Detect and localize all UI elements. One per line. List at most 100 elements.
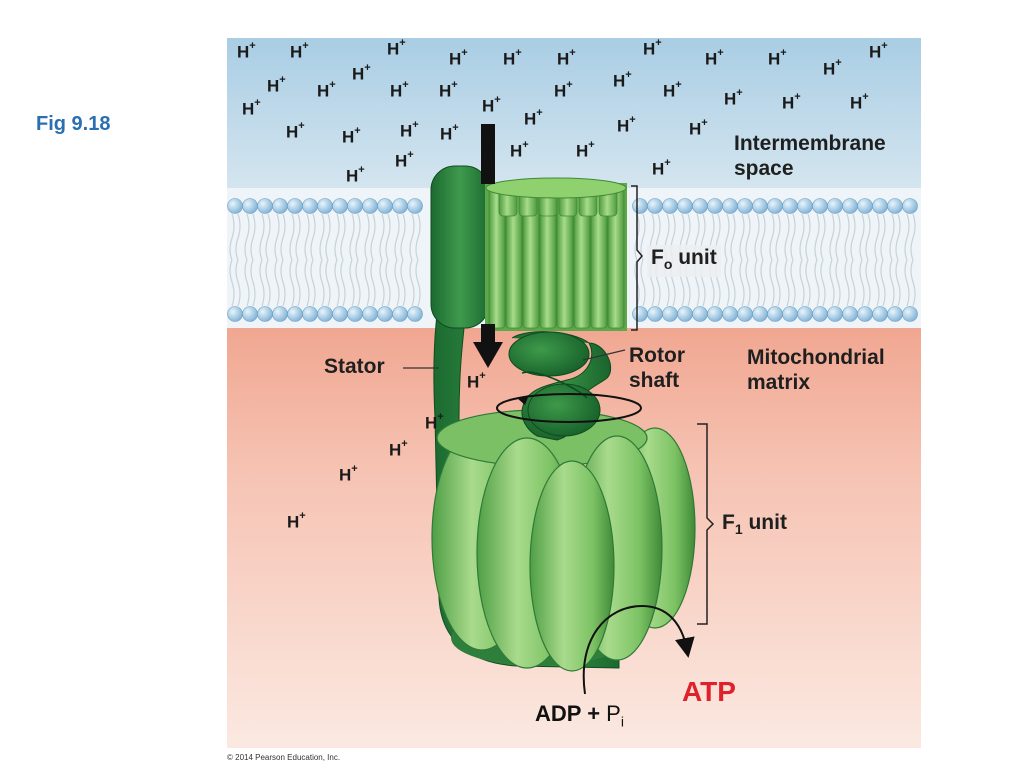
lipid-head bbox=[902, 198, 918, 214]
lipid-head bbox=[242, 198, 258, 214]
proton-ion: H+ bbox=[317, 79, 336, 101]
lipid-tail bbox=[229, 259, 235, 307]
lipid-head bbox=[782, 198, 798, 214]
lipid-head bbox=[872, 198, 888, 214]
lipid-head bbox=[257, 198, 273, 214]
lipid-tail bbox=[325, 259, 331, 307]
lipid-head bbox=[647, 306, 663, 322]
proton-ion: H+ bbox=[287, 510, 306, 532]
lipid-tail bbox=[769, 213, 775, 261]
fo-unit-label: Fo unit bbox=[647, 245, 721, 278]
atp-synthase-diagram: H+H+H+H+H+H+H+H+H+H+H+H+H+H+H+H+H+H+H+H+… bbox=[227, 37, 921, 748]
proton-ion: H+ bbox=[346, 164, 365, 186]
lipid-head bbox=[857, 306, 873, 322]
lipid-tail bbox=[805, 259, 811, 307]
lipid-head bbox=[887, 198, 903, 214]
proton-ion: H+ bbox=[705, 47, 724, 69]
lipid-head bbox=[332, 306, 348, 322]
lipid-head bbox=[857, 198, 873, 214]
lipid-tail bbox=[820, 213, 826, 261]
rotation-arrow bbox=[496, 393, 642, 423]
lipid-head bbox=[362, 306, 378, 322]
lipid-head bbox=[752, 198, 768, 214]
proton-ion: H+ bbox=[482, 94, 501, 116]
lipid-head bbox=[362, 198, 378, 214]
lipid-tail bbox=[265, 259, 271, 307]
lipid-head bbox=[887, 306, 903, 322]
diagram-canvas bbox=[227, 38, 921, 748]
lipid-tail bbox=[340, 259, 346, 307]
proton-ion: H+ bbox=[286, 120, 305, 142]
lipid-tail bbox=[790, 213, 796, 261]
lipid-tail bbox=[415, 213, 421, 261]
lipid-tail bbox=[370, 213, 376, 261]
lipid-head bbox=[767, 198, 783, 214]
lipid-tail bbox=[769, 259, 775, 307]
stator-stalk bbox=[433, 299, 620, 669]
lipid-tail bbox=[859, 213, 865, 261]
lipid-tail bbox=[850, 213, 856, 261]
proton-ion: H+ bbox=[395, 149, 414, 171]
lipid-tail bbox=[364, 213, 370, 261]
lipid-tail bbox=[310, 213, 316, 261]
proton-ion: H+ bbox=[576, 139, 595, 161]
lipid-tail bbox=[784, 259, 790, 307]
lipid-tail bbox=[730, 213, 736, 261]
lipid-tail bbox=[235, 259, 241, 307]
proton-ion: H+ bbox=[823, 57, 842, 79]
lipid-head bbox=[692, 306, 708, 322]
lipid-tail bbox=[259, 213, 265, 261]
lipid-head bbox=[332, 198, 348, 214]
lipid-tail bbox=[754, 213, 760, 261]
proton-ion: H+ bbox=[342, 125, 361, 147]
lipid-tail bbox=[739, 213, 745, 261]
lipid-tail bbox=[784, 213, 790, 261]
lipid-tail bbox=[760, 213, 766, 261]
lipid-tail bbox=[415, 259, 421, 307]
lipid-tail bbox=[244, 259, 250, 307]
lipid-head bbox=[677, 198, 693, 214]
lipid-tail bbox=[319, 213, 325, 261]
lipid-tail bbox=[355, 259, 361, 307]
lipid-tail bbox=[895, 213, 901, 261]
lipid-tail bbox=[295, 213, 301, 261]
atp-product: ATP bbox=[682, 676, 736, 707]
f1-unit-head bbox=[431, 409, 696, 672]
rotor-shaft-label: Rotor shaft bbox=[629, 344, 685, 392]
lipid-tail bbox=[334, 213, 340, 261]
proton-ion: H+ bbox=[617, 114, 636, 136]
lipid-tail bbox=[349, 259, 355, 307]
proton-ion: H+ bbox=[554, 79, 573, 101]
lipid-head bbox=[242, 306, 258, 322]
proton-arrow-shaft bbox=[481, 324, 495, 344]
lipid-head bbox=[737, 198, 753, 214]
lipid-tail bbox=[235, 213, 241, 261]
lipid-tail bbox=[865, 213, 871, 261]
lipid-head bbox=[797, 306, 813, 322]
lipid-head bbox=[407, 306, 423, 322]
lipid-tail bbox=[274, 259, 280, 307]
adp-pi-reactants: ADP + Pi bbox=[535, 701, 624, 730]
lipid-tail bbox=[754, 259, 760, 307]
lipid-head bbox=[797, 198, 813, 214]
lipid-tail bbox=[829, 259, 835, 307]
proton-ion: H+ bbox=[652, 157, 671, 179]
lipid-tail bbox=[349, 213, 355, 261]
lipid-head bbox=[707, 306, 723, 322]
intermembrane-text: Intermembrane bbox=[734, 132, 886, 155]
lipid-tail bbox=[814, 259, 820, 307]
lipid-head bbox=[302, 198, 318, 214]
lipid-tail bbox=[874, 259, 880, 307]
lipid-tail bbox=[880, 259, 886, 307]
proton-ion: H+ bbox=[400, 119, 419, 141]
lipid-tail bbox=[400, 259, 406, 307]
lipid-head bbox=[722, 198, 738, 214]
lipid-tail bbox=[250, 213, 256, 261]
proton-ion: H+ bbox=[689, 117, 708, 139]
stator-label: Stator bbox=[324, 355, 385, 378]
lipid-tail bbox=[304, 259, 310, 307]
lipid-tail bbox=[730, 259, 736, 307]
lipid-tail bbox=[394, 213, 400, 261]
lipid-tail bbox=[385, 213, 391, 261]
proton-ion: H+ bbox=[503, 47, 522, 69]
